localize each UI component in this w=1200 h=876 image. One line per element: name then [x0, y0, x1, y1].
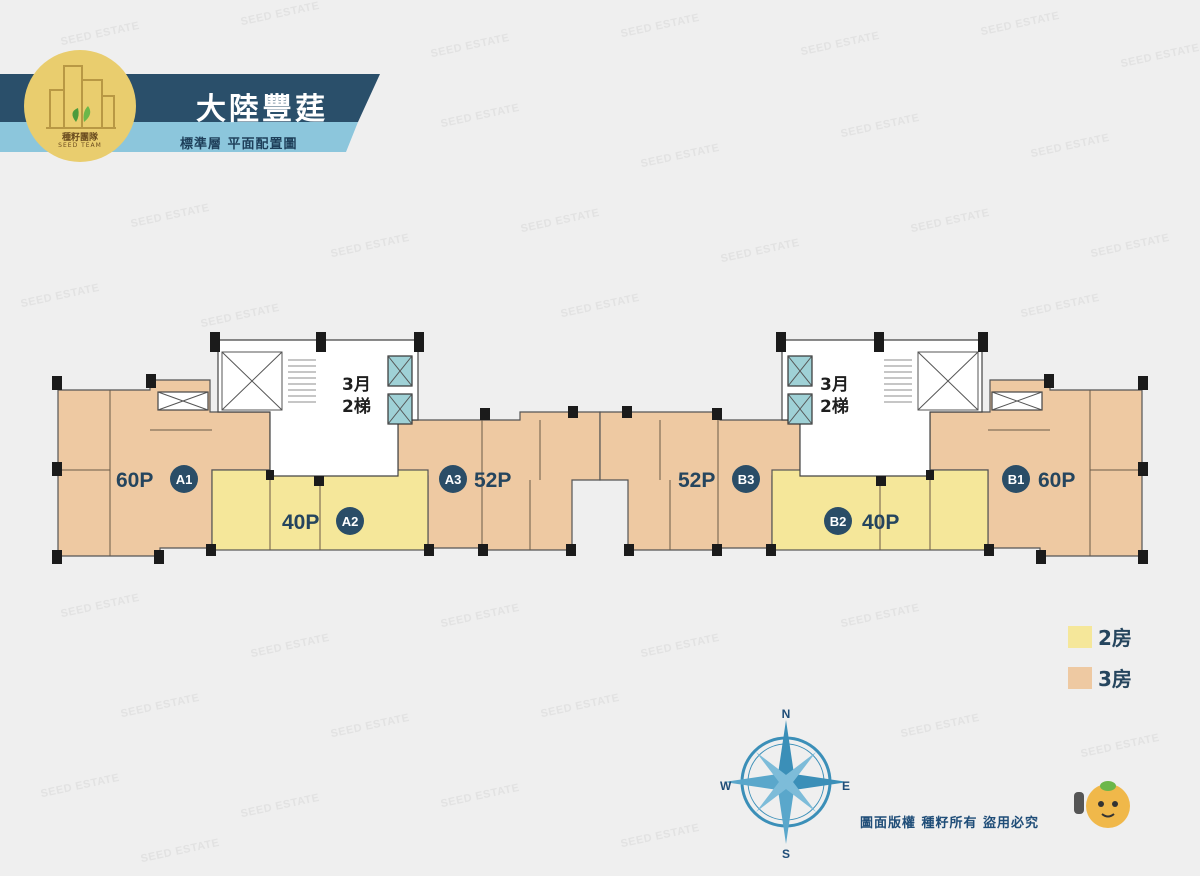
- building-outline: [52, 332, 1148, 564]
- unit-id-badge: B2: [830, 514, 847, 529]
- compass-east: E: [842, 779, 850, 793]
- page-subtitle: 標準層 平面配置圖: [180, 137, 298, 152]
- unit-size: 40P: [282, 511, 319, 534]
- legend-item-two-room: 2房: [1068, 622, 1132, 651]
- stairs: [288, 359, 912, 403]
- unit-id-badge: A3: [445, 472, 462, 487]
- unit-label-a2: 40P A2: [282, 507, 364, 535]
- unit-label-a1: 60P A1: [116, 465, 198, 493]
- unit-label-b2: B2 40P: [824, 507, 899, 535]
- legend-label: 3房: [1098, 667, 1132, 691]
- legend-swatch: [1068, 625, 1092, 648]
- unit-size: 60P: [116, 469, 153, 492]
- legend-label: 2房: [1098, 626, 1132, 650]
- unit-size: 40P: [862, 511, 899, 534]
- building-logo-icon: [46, 65, 116, 129]
- elevator-line1: 3月: [342, 375, 371, 395]
- unit-id-badge: A1: [176, 472, 193, 487]
- elevator-line2: 2梯: [820, 396, 849, 417]
- unit-label-b3: 52P B3: [678, 465, 760, 493]
- compass-north: N: [782, 707, 791, 721]
- unit-label-a3: A3 52P: [439, 465, 511, 493]
- unit-id-badge: B3: [738, 472, 755, 487]
- core-left: [217, 339, 419, 477]
- legend-item-three-room: 3房: [1068, 663, 1132, 692]
- compass-west: W: [720, 779, 732, 793]
- unit-size: 60P: [1038, 469, 1075, 492]
- structural-columns: [52, 332, 1148, 564]
- unit-size: 52P: [474, 469, 511, 492]
- legend: 2房 3房: [1068, 622, 1132, 704]
- legend-swatch: [1068, 666, 1092, 689]
- unit-size: 52P: [678, 469, 715, 492]
- elevator-line1: 3月: [820, 375, 849, 395]
- elevator-label-right: 3月 2梯: [819, 374, 851, 419]
- copyright-notice: 圖面版權 種籽所有 盜用必究: [860, 816, 1040, 831]
- compass-rose-icon: N E S W: [720, 707, 850, 861]
- page-title: 大陸豐莛: [196, 92, 328, 127]
- logo: [24, 50, 136, 162]
- elevator-label-left: 3月 2梯: [341, 374, 373, 419]
- logo-text-cn: 種籽團隊: [61, 133, 98, 143]
- unit-id-badge: A2: [342, 514, 359, 529]
- unit-label-b1: B1 60P: [1002, 465, 1075, 493]
- unit-id-badge: B1: [1008, 472, 1025, 487]
- compass-south: S: [782, 847, 790, 861]
- elevator-line2: 2梯: [342, 396, 371, 417]
- logo-text-en: SEED TEAM: [58, 142, 102, 149]
- mascot-icon: [1074, 781, 1130, 828]
